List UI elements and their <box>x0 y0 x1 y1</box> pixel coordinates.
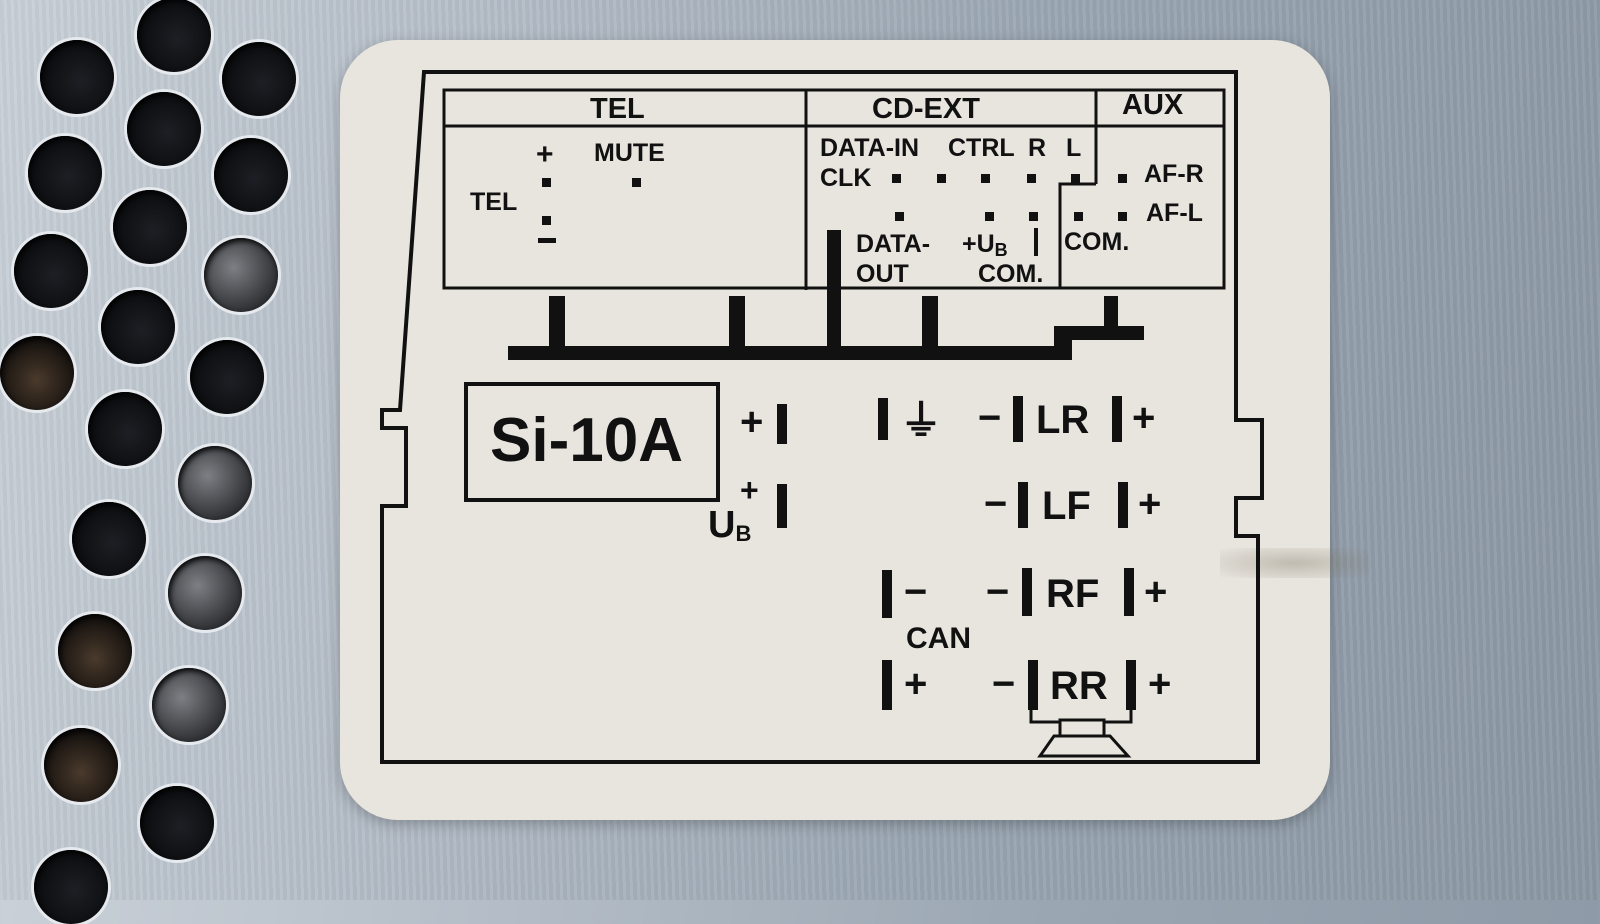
connector-label-sticker <box>340 40 1330 820</box>
rf-plus: + <box>1144 570 1168 614</box>
aux-com: COM. <box>1064 228 1130 256</box>
lr-plus: + <box>1132 396 1156 440</box>
aux-af-l: AF-L <box>1146 199 1203 227</box>
vent-hole <box>190 340 264 414</box>
section-cd-ext: CD-EXT <box>872 93 980 125</box>
label-stain <box>1220 548 1370 578</box>
vent-hole <box>113 190 187 264</box>
rr-plus: + <box>1148 662 1172 706</box>
connector-bus <box>508 230 1144 360</box>
can-label: CAN <box>906 622 971 655</box>
vent-hole <box>168 556 242 630</box>
cd-ub: +UB <box>962 230 1008 260</box>
vent-hole <box>40 40 114 114</box>
connector-outline <box>380 70 1264 764</box>
rf-minus: − <box>986 570 1010 614</box>
can-minus: − <box>904 570 928 614</box>
vent-hole <box>214 138 288 212</box>
vent-hole <box>0 336 74 410</box>
lr-minus: − <box>978 396 1002 440</box>
vent-hole <box>44 728 118 802</box>
rr-label: RR <box>1050 664 1108 708</box>
vent-hole <box>101 290 175 364</box>
vent-hole <box>58 614 132 688</box>
vent-hole <box>14 234 88 308</box>
section-tel: TEL <box>590 93 645 125</box>
ground-icon: ⏚ <box>900 397 943 444</box>
power-plus-2: + <box>740 472 759 508</box>
cd-ctrl: CTRL <box>948 134 1015 162</box>
wiring-diagram-lines <box>380 70 1264 764</box>
lf-plus: + <box>1138 482 1162 526</box>
vent-hole <box>72 502 146 576</box>
lf-minus: − <box>984 482 1008 526</box>
tel-plus: + <box>536 138 554 171</box>
vent-hole <box>28 136 102 210</box>
pin-dots <box>538 174 1127 256</box>
speaker-icon <box>1029 710 1133 758</box>
cd-data-in: DATA-IN <box>820 134 920 162</box>
cd-com: COM. <box>978 260 1044 288</box>
aux-af-r: AF-R <box>1144 160 1204 188</box>
lr-label: LR <box>1036 398 1090 442</box>
cd-data-out-2: OUT <box>856 260 909 288</box>
vent-hole <box>140 786 214 860</box>
cd-clk: CLK <box>820 164 872 192</box>
vent-hole <box>204 238 278 312</box>
tel-label: TEL <box>470 188 518 216</box>
terminal-bars <box>777 396 1136 710</box>
cd-data-out-1: DATA- <box>856 230 931 258</box>
model-name: Si-10A <box>490 406 683 475</box>
vent-hole <box>178 446 252 520</box>
power-plus-1: + <box>740 400 764 444</box>
vent-hole <box>88 392 162 466</box>
power-ub: UB <box>708 504 752 546</box>
tel-mute: MUTE <box>594 139 665 167</box>
rf-label: RF <box>1046 572 1100 616</box>
section-aux: AUX <box>1122 89 1184 121</box>
vent-hole <box>137 0 211 72</box>
cd-l: L <box>1066 134 1082 162</box>
vent-hole <box>222 42 296 116</box>
rr-minus: − <box>992 662 1016 706</box>
vent-hole <box>152 668 226 742</box>
can-plus: + <box>904 662 928 706</box>
model-box <box>464 382 720 502</box>
cd-r: R <box>1028 134 1047 162</box>
vent-hole <box>127 92 201 166</box>
lf-label: LF <box>1042 484 1091 528</box>
